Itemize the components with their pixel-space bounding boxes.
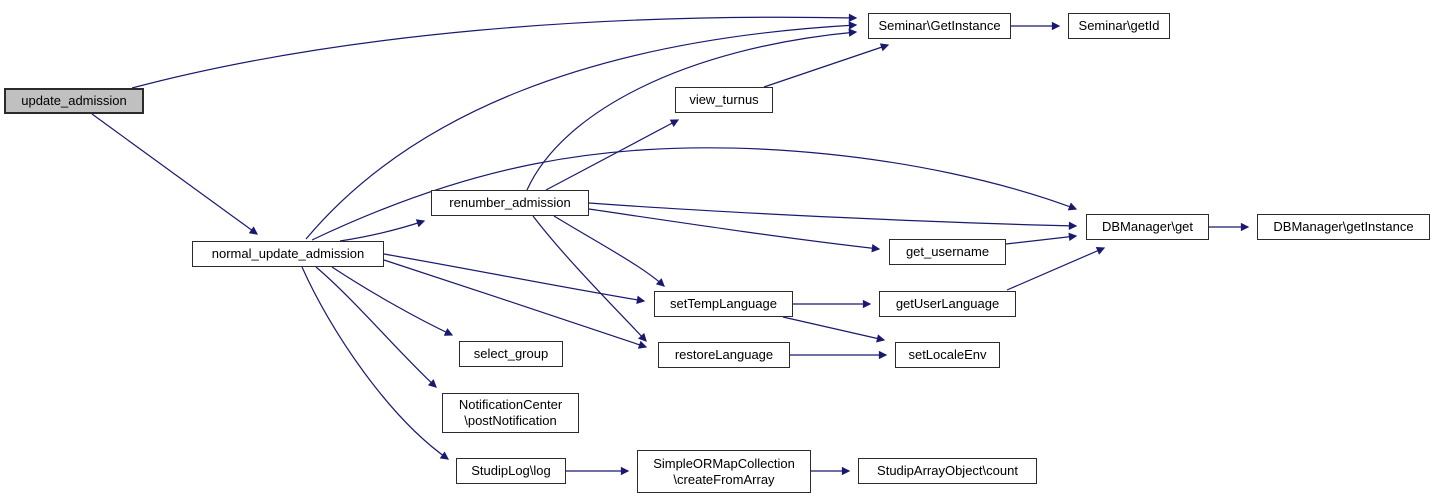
node-notificationcenter-postnotification[interactable]: NotificationCenter \postNotification xyxy=(442,393,579,433)
node-select-group[interactable]: select_group xyxy=(459,341,563,367)
node-seminar-getinstance[interactable]: Seminar\GetInstance xyxy=(868,13,1011,39)
node-simpleormapcollection-createfromarray[interactable]: SimpleORMapCollection \createFromArray xyxy=(637,450,811,493)
node-view-turnus[interactable]: view_turnus xyxy=(675,87,773,113)
node-settemplanguage[interactable]: setTempLanguage xyxy=(654,291,793,317)
edge-normal_update_admission-to-select_group xyxy=(331,266,454,336)
edge-renumber_admission-to-restorelanguage xyxy=(532,215,647,342)
node-studiplog-log[interactable]: StudipLog\log xyxy=(456,458,566,484)
edge-renumber_admission-to-dbmanager_get xyxy=(588,202,1078,231)
edge-normal_update_admission-to-renumber_admission xyxy=(339,219,426,242)
node-seminar-getid[interactable]: Seminar\getId xyxy=(1068,13,1170,39)
node-setlocaleenv[interactable]: setLocaleEnv xyxy=(895,342,1000,368)
edge-get_username-to-dbmanager_get xyxy=(1005,232,1078,245)
edge-normal_update_admission-to-notificationcenter_postnotification xyxy=(315,266,437,388)
node-studiparrayobject-count[interactable]: StudipArrayObject\count xyxy=(858,458,1037,484)
node-renumber-admission[interactable]: renumber_admission xyxy=(431,190,589,216)
node-update-admission: update_admission xyxy=(4,88,144,114)
node-normal-update-admission[interactable]: normal_update_admission xyxy=(192,241,384,267)
node-dbmanager-get[interactable]: DBManager\get xyxy=(1086,214,1209,240)
node-get-username[interactable]: get_username xyxy=(889,239,1006,265)
edge-update_admission-to-seminar_getinstance xyxy=(131,13,858,89)
edge-renumber_admission-to-seminar_getinstance xyxy=(526,28,858,191)
edge-normal_update_admission-to-studiplog_log xyxy=(301,266,450,460)
edge-getuserlanguage-to-dbmanager_get xyxy=(1006,246,1106,291)
node-restorelanguage[interactable]: restoreLanguage xyxy=(658,342,790,368)
edge-view_turnus-to-seminar_getinstance xyxy=(763,43,890,88)
edge-update_admission-to-normal_update_admission xyxy=(91,113,259,235)
edge-renumber_admission-to-settemplanguage xyxy=(553,215,665,287)
node-dbmanager-getinstance[interactable]: DBManager\getInstance xyxy=(1257,214,1430,240)
edge-normal_update_admission-to-dbmanager_get xyxy=(311,147,1078,241)
node-getuserlanguage[interactable]: getUserLanguage xyxy=(879,291,1016,317)
edge-renumber_admission-to-get_username xyxy=(588,208,881,253)
edge-normal_update_admission-to-settemplanguage xyxy=(383,253,646,304)
edge-normal_update_admission-to-restorelanguage xyxy=(383,259,648,349)
edge-renumber_admission-to-view_turnus xyxy=(545,119,680,191)
edge-normal_update_admission-to-seminar_getinstance xyxy=(305,21,858,240)
edge-settemplanguage-to-setlocaleenv xyxy=(782,316,886,343)
